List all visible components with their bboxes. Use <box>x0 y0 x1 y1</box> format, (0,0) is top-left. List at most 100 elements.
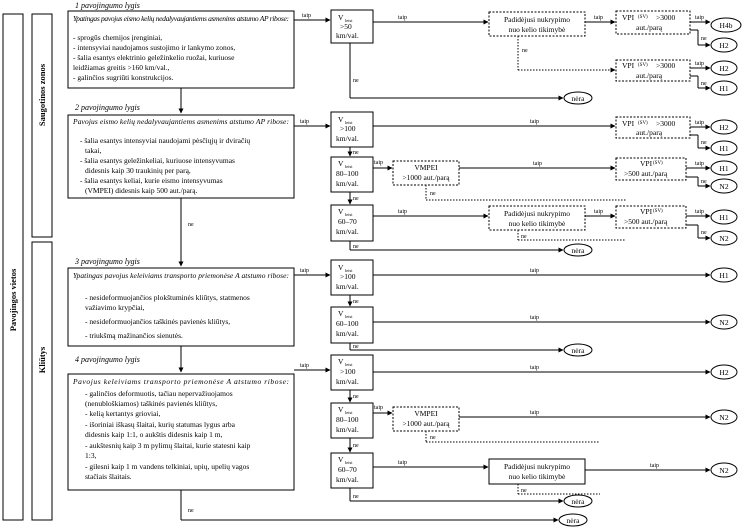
result-h1: H1 <box>710 140 738 156</box>
speed-unit: km/val. <box>336 31 359 40</box>
speed-box-gt50: V leist >50 km/val. <box>330 9 374 44</box>
result-n2: N2 <box>710 314 738 330</box>
edge-label-no: ne <box>701 179 707 185</box>
curve-line-2: nuo kelio tikimybė <box>509 472 566 481</box>
result-h2: H2 <box>710 364 738 380</box>
result-h1: H1 <box>710 160 738 176</box>
vmpei-label: VMPEI <box>414 163 438 172</box>
level-2-box: Pavojus eismo kelių nedalyvaujantiems as… <box>67 114 295 199</box>
edge-label-no: ne <box>701 36 707 42</box>
speed-value: >100 <box>340 272 356 281</box>
speed-sub: leist <box>345 314 353 319</box>
speed-sub: leist <box>345 362 353 367</box>
level-1-item: - intensyviai naudojamos sustojimo ir la… <box>73 43 235 52</box>
level-3-item: važiavimo krypčiai, <box>85 303 145 312</box>
level-2-item: - šalia esantys keliai, kurie eismo inte… <box>80 176 223 185</box>
result-h2: H2 <box>710 60 738 76</box>
level-4-item: 1:3, <box>85 451 97 460</box>
vpi500-box-l2: VPI (SV) >500 aut./parą <box>615 157 687 181</box>
speed-v: V <box>338 13 344 22</box>
speed-unit: km/val. <box>336 179 359 188</box>
curve-line-1: Padidėjusi nukrypimo <box>504 462 570 471</box>
edge-label-yes: taip <box>398 15 407 21</box>
edge-label-no: ne <box>701 140 707 146</box>
edge-label-yes: taip <box>695 61 704 67</box>
result-h4b: H4b <box>710 17 742 33</box>
result-nera: nėra <box>563 243 593 257</box>
curve-box-4: Padidėjusi nukrypimo nuo kelio tikimybė <box>488 458 586 485</box>
curve-box-2: Padidėjusi nukrypimo nuo kelio tikimybė <box>488 205 586 231</box>
vpi-sub: (SV) <box>638 121 648 126</box>
level-4-item: - gilesni kaip 1 m vandens telkiniai, up… <box>85 462 249 471</box>
side-outer-label: Pavojingos vietos <box>8 268 18 331</box>
level-1-item: - sprogūs chemijos įrenginiai, <box>73 33 162 42</box>
speed-v: V <box>338 357 344 366</box>
speed-unit: km/val. <box>336 329 359 338</box>
vpi-unit: aut./parą <box>636 128 663 137</box>
edge-label-yes: taip <box>300 119 309 125</box>
edge-label-no: ne <box>353 196 359 202</box>
edge-label-no: ne <box>353 244 359 250</box>
edge-label-no: ne <box>701 230 707 236</box>
vpi-unit: aut./parą <box>636 71 663 80</box>
edge-label-no: ne <box>353 299 359 305</box>
edge-label-yes: taip <box>300 268 309 274</box>
speed-value: 60–70 <box>338 217 357 226</box>
edge-label-no: ne <box>353 78 359 84</box>
curve-line-1: Padidėjusi nukrypimo <box>504 209 570 218</box>
level-4-item: - galinčios deformuotis, tačiau nepervaž… <box>85 389 233 398</box>
edge-label-yes: taip <box>695 15 704 21</box>
result-label: nėra <box>572 497 586 506</box>
edge-label-yes: taip <box>530 410 539 416</box>
result-n2: N2 <box>710 409 738 425</box>
result-h2: H2 <box>710 119 738 135</box>
vpi-unit: aut./parą <box>636 23 663 32</box>
speed-box-60-70-l4: V leist 60–70 km/val. <box>330 452 374 489</box>
vmpei-threshold: >1000 aut./parą <box>402 419 450 428</box>
edge-label-yes: taip <box>530 365 539 371</box>
result-label: H1 <box>719 144 728 153</box>
speed-sub: leist <box>345 120 353 125</box>
result-label: N2 <box>719 413 728 422</box>
result-h1: H1 <box>710 267 738 283</box>
result-h2: H2 <box>710 37 738 53</box>
speed-box-60-100-l3: V leist 60–100 km/val. <box>330 306 374 344</box>
level-3-item: - triukšmą mažinančios sienutės. <box>85 331 183 340</box>
level-1-item: leidžiamas greitis >160 km/val., <box>73 63 170 72</box>
side-zone2-band: Kliūtys <box>31 241 53 521</box>
level-4-item: - aukštesnių kaip 3 m pylimų šlaitai, ku… <box>85 441 251 450</box>
edge-label-no: ne <box>188 222 194 228</box>
edge-label-yes: taip <box>398 460 407 466</box>
speed-value: 80–100 <box>336 169 359 178</box>
speed-sub: leist <box>345 212 353 217</box>
level-4-item: - kelią kertantys grioviai, <box>85 409 161 418</box>
level-2-item: - šalia esantys intensyviai naudojami pė… <box>80 136 250 145</box>
edge-label-no: ne <box>353 344 359 350</box>
vpi3000-box-1: VPI (SV) >3000 aut./parą <box>615 10 691 35</box>
result-label: H2 <box>719 64 728 73</box>
result-label: N2 <box>719 466 728 475</box>
speed-value: 80–100 <box>336 415 359 424</box>
speed-unit: km/val. <box>336 134 359 143</box>
level-4-item: didesnis kaip 1:1, o aukštis didesnis ka… <box>85 430 223 439</box>
speed-unit: km/val. <box>336 475 359 484</box>
curve-line-2: nuo kelio tikimybė <box>509 25 566 34</box>
speed-box-60-70-l2: V leist 60–70 km/val. <box>330 204 374 242</box>
level-2-item: - šalia esantys geležinkeliai, kuriuose … <box>80 156 235 165</box>
edge-label-yes: taip <box>650 463 659 469</box>
vpi-sub: (SV) <box>653 161 663 166</box>
edge-label-no: ne <box>701 81 707 87</box>
edge-label-no: ne <box>188 508 194 514</box>
curve-box-1: Padidėjusi nukrypimo nuo kelio tikimybė <box>488 11 586 37</box>
level-2-item: didesnis kaip 30 traukinių per parą, <box>85 166 191 175</box>
speed-unit: km/val. <box>336 377 359 386</box>
speed-v: V <box>338 309 344 318</box>
side-zone1-label: Saugotinos zonos <box>37 63 47 126</box>
edge-label-yes: taip <box>530 268 539 274</box>
edge-label-yes: taip <box>594 15 603 21</box>
speed-unit: km/val. <box>336 282 359 291</box>
level-1-box: Ypatingas pavojus eismo kelių nedalyvauj… <box>67 10 295 89</box>
speed-box-80-100-l2: V leist 80–100 km/val. <box>330 156 374 193</box>
result-label: nėra <box>572 94 586 103</box>
edge-label-no: ne <box>353 394 359 400</box>
